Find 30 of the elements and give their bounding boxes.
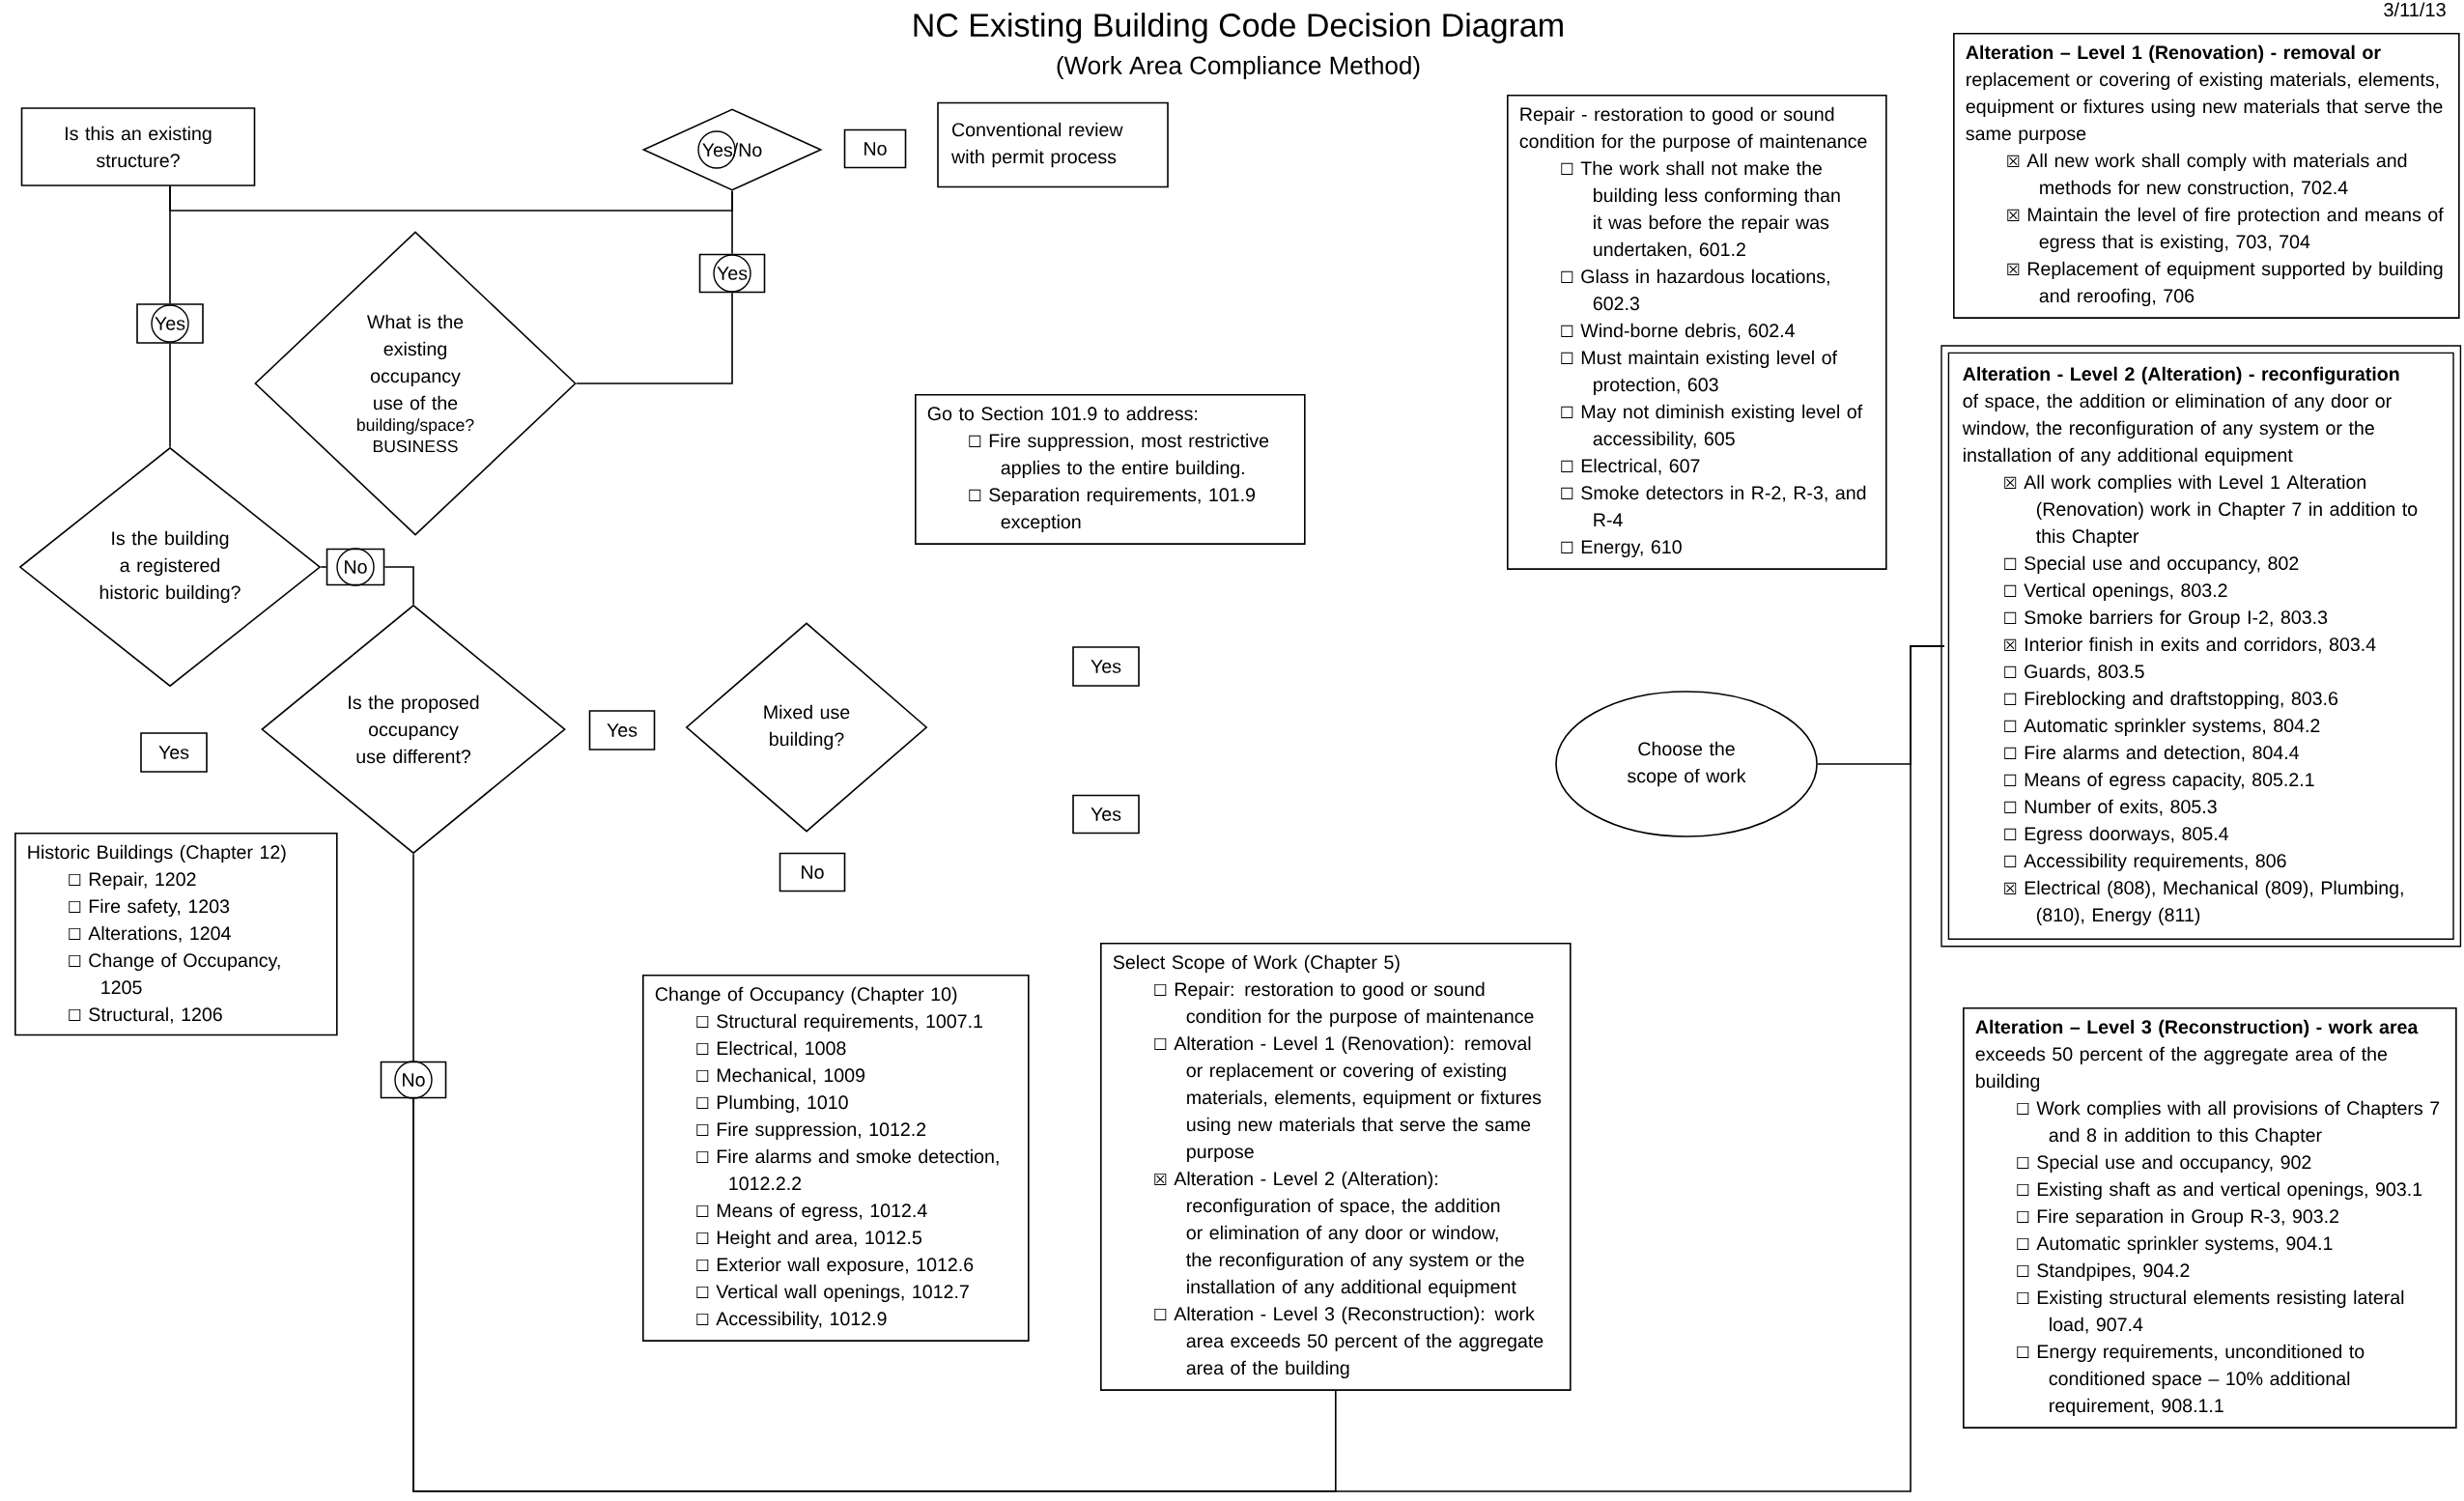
connector-line	[169, 185, 733, 212]
answer-tag: Yes	[588, 710, 656, 750]
answer-tag: Yes	[140, 732, 208, 773]
connector-line	[731, 190, 733, 255]
checklist-box: Go to Section 101.9 to address: ☐ Fire suppression, most restrictive applies to the entire building. ☐ Separation requirements, 101.9 exception	[915, 394, 1306, 545]
connector-line	[412, 853, 414, 1062]
answer-tag: No	[843, 128, 907, 169]
connector-line	[383, 566, 414, 606]
answer-tag: Yes	[136, 303, 204, 344]
connector-line	[169, 343, 171, 448]
subtitle: (Work Area Compliance Method)	[1057, 55, 1420, 80]
answer-tag: No	[380, 1061, 447, 1099]
answer-tag: Yes	[1072, 794, 1140, 835]
checklist-box: Historic Buildings (Chapter 12) ☐ Repair, 1202 ☐ Fire safety, 1203 ☐ Alterations, 1204 ☐ Change of Occupancy, 1205 ☐ Structural, 1206	[14, 833, 338, 1036]
checklist-box: Alteration - Level 2 (Alteration) - reconfiguration of space, the addition or elimination of any door or window, the reconfiguration of any system or the installation of any additional equipment ☒ All work complies with Level 1 Alteration (Renovation) work in Chapter 7 in addition to this Chapter ☐ Special use and occupancy, 802 ☐ Vertical openings, 803.2 ☐ Smoke barriers for Group I-2, 803.3 ☒ Interior finish in exits and corridors, 803.4 ☐ Guards, 803.5 ☐ Fireblocking and draftstopping, 803.6 ☐ Automatic sprinkler systems, 804.2 ☐ Fire alarms and detection, 804.4 ☐ Means of egress capacity, 805.2.1 ☐ Number of exits, 805.3 ☐ Egress doorways, 805.4 ☐ Accessibility requirements, 806 ☒ Electrical (808), Mechanical (809), Plumbing, (810), Energy (811)	[1940, 345, 2462, 948]
answer-tag: Yes	[1072, 646, 1140, 687]
connector-line	[576, 292, 733, 384]
title: NC Existing Building Code Decision Diagram	[914, 13, 1563, 43]
checklist-box: Change of Occupancy (Chapter 10) ☐ Structural requirements, 1007.1 ☐ Electrical, 1008 ☐ Mechanical, 1009 ☐ Plumbing, 1010 ☐ Fire suppression, 1012.2 ☐ Fire alarms and smoke detection, 1012.2.2 ☐ Means of egress, 1012.4 ☐ Height and area, 1012.5 ☐ Exterior wall exposure, 1012.6 ☐ Vertical wall openings, 1012.7 ☐ Accessibility, 1012.9	[642, 975, 1030, 1342]
answer-tag: No	[779, 852, 846, 892]
note-box: Conventional review with permit process	[937, 101, 1169, 188]
answer-tag: Yes	[698, 253, 766, 294]
answer-tag: No	[326, 548, 385, 586]
checklist-box: Alteration – Level 1 (Renovation) - removal or replacement or covering of existing materials, elements, equipment or fixtures using new materials that serve the same purpose ☒ All new work shall comply with materials and methods for new construction, 702.4 ☒ Maintain the level of fire protection and means of egress that is existing, 703, 704 ☒ Replacement of equipment supported by building and reroofing, 706	[1953, 33, 2460, 319]
connector-line	[1817, 645, 1945, 765]
checklist-box: Repair - restoration to good or sound condition for the purpose of maintenance ☐ The work shall not make the building less conforming than it was before the repair was undertaken, 601.2 ☐ Glass in hazardous locations, 602.3 ☐ Wind-borne debris, 602.4 ☐ Must maintain existing level of protection, 603 ☐ May not diminish existing level of accessibility, 605 ☐ Electrical, 607 ☐ Smoke detectors in R-2, R-3, and R-4 ☐ Energy, 610	[1507, 95, 1887, 570]
connector-line	[320, 566, 327, 568]
checklist-box: Select Scope of Work (Chapter 5) ☐ Repair: restoration to good or sound condition for the purpose of maintenance ☐ Alteration - Level 1 (Renovation): removal or replacement or covering of existing materials, elements, equipment or fixtures using new materials that serve the same purpose ☒ Alteration - Level 2 (Alteration): reconfiguration of space, the addition or elimination of any door or window, the reconfiguration of any system or the installation of any additional equipment ☐ Alteration - Level 3 (Reconstruction): work area exceeds 50 percent of the aggregate area of the building	[1100, 943, 1572, 1391]
checklist-box: Alteration – Level 3 (Reconstruction) - work area exceeds 50 percent of the aggregate area of the building ☐ Work complies with all provisions of Chapters 7 and 8 in addition to this Chapter ☐ Special use and occupancy, 902 ☐ Existing shaft as and vertical openings, 903.1 ☐ Fire separation in Group R-3, 903.2 ☐ Automatic sprinkler systems, 904.1 ☐ Standpipes, 904.2 ☐ Existing structural elements resisting lateral load, 907.4 ☐ Energy requirements, unconditioned to conditioned space – 10% additional requirement, 908.1.1	[1963, 1007, 2457, 1429]
question-box: Is this an existing structure?	[20, 107, 256, 186]
